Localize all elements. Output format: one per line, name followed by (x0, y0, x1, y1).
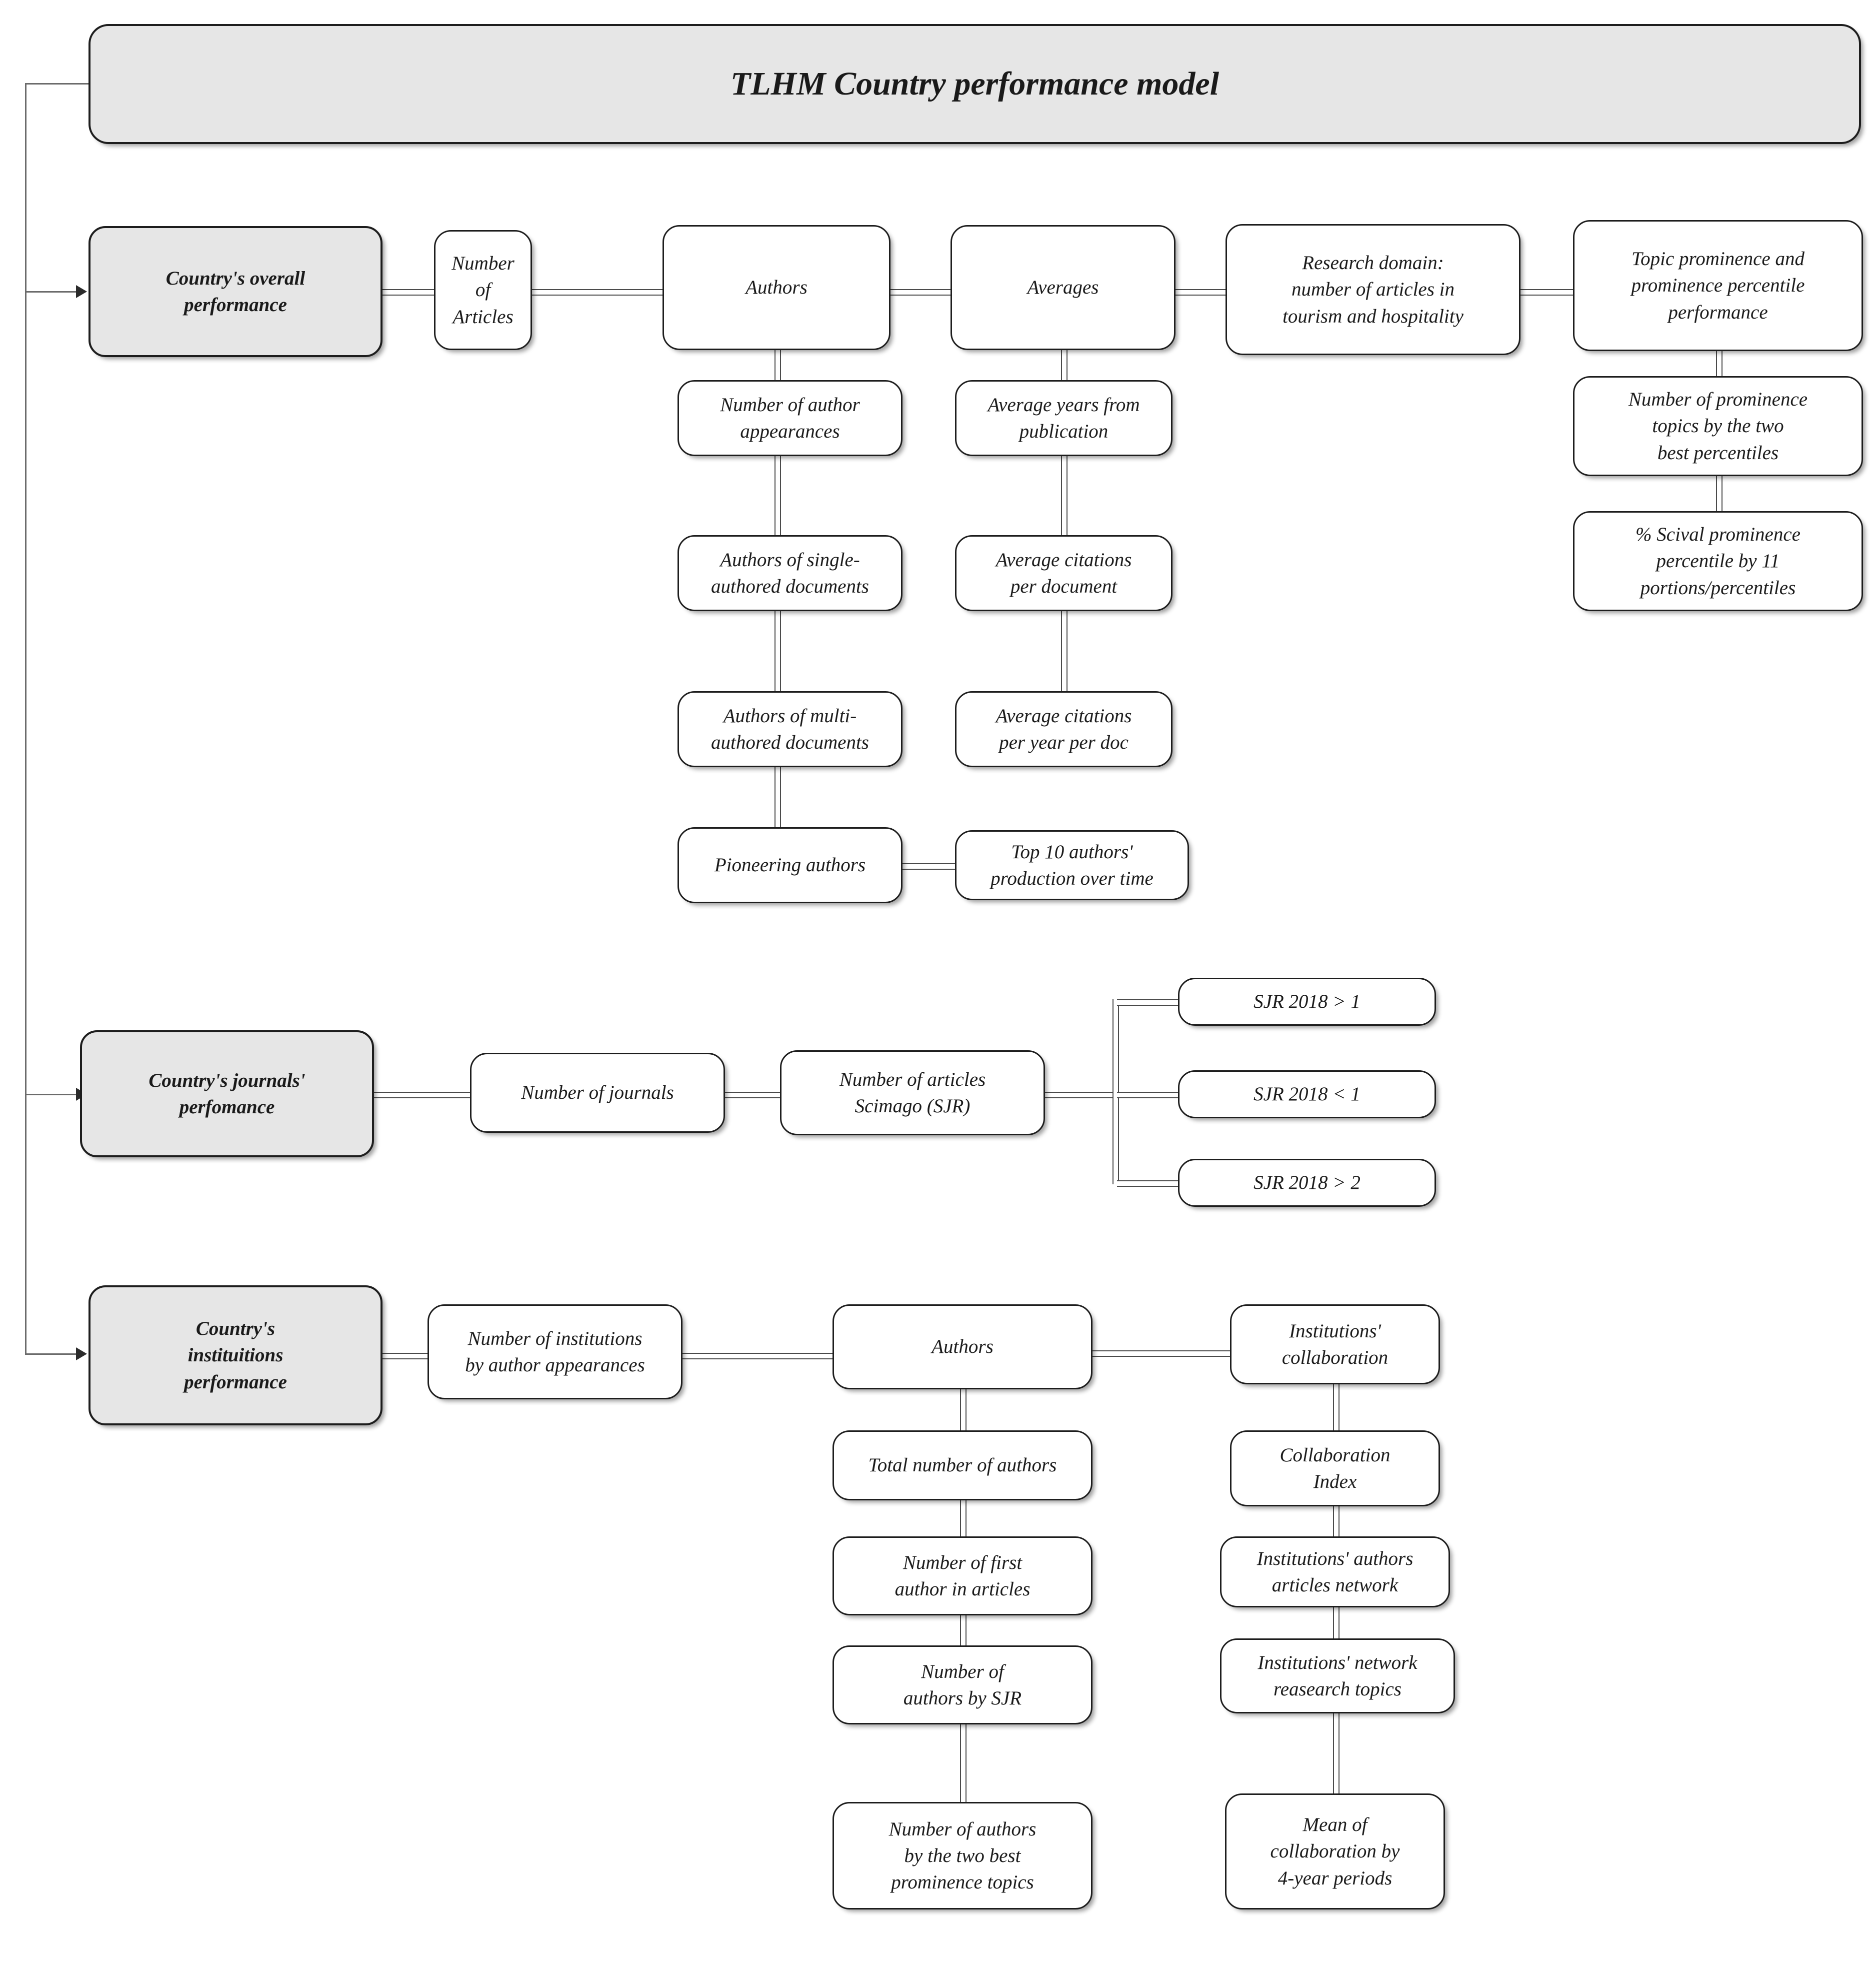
conn-sjr-articles-to-fan (1045, 1092, 1112, 1098)
spine-branch-institutions (25, 1353, 80, 1355)
conn-inst-authors-down-1 (960, 1389, 966, 1430)
conn-research-to-topic-prominence (1520, 289, 1573, 296)
node-inst-authors[interactable]: Authors (832, 1304, 1092, 1389)
spine-branch-journals (25, 1094, 80, 1095)
conn-prominence-down-2 (1716, 476, 1722, 511)
node-num-articles-sjr[interactable]: Number of articles Scimago (SJR) (780, 1050, 1045, 1135)
node-num-articles[interactable]: Number of Articles (434, 230, 532, 350)
node-num-institutions[interactable]: Number of institutions by author appeara… (428, 1304, 682, 1399)
conn-fan-to-sjr-gt2 (1117, 1180, 1178, 1187)
spine-top-connector (25, 83, 90, 85)
conn-prominence-down-1 (1716, 351, 1722, 376)
conn-fan-to-sjr-lt1 (1117, 1092, 1178, 1098)
conn-fan-to-sjr-gt1 (1117, 999, 1178, 1006)
node-avg-years[interactable]: Average years from publication (955, 380, 1172, 456)
node-prominence-topics[interactable]: Number of prominence topics by the two b… (1573, 376, 1863, 476)
conn-journals-to-numjournals (374, 1092, 470, 1098)
conn-authors-down-2 (774, 456, 781, 535)
node-multi-authored[interactable]: Authors of multi- authored documents (678, 691, 902, 767)
node-mean-collab[interactable]: Mean of collaboration by 4-year periods (1225, 1793, 1445, 1909)
node-authors-two-best[interactable]: Number of authors by the two best promin… (832, 1802, 1092, 1909)
conn-collab-down-2 (1333, 1506, 1340, 1536)
node-authors-by-sjr[interactable]: Number of authors by SJR (832, 1645, 1092, 1724)
conn-averages-down-1 (1061, 350, 1068, 380)
node-inst-authors-network[interactable]: Institutions' authors articles network (1220, 1536, 1450, 1607)
conn-articles-to-authors (532, 289, 662, 296)
node-sjr-gt-2[interactable]: SJR 2018 > 2 (1178, 1159, 1436, 1207)
conn-inst-authors-down-3 (960, 1615, 966, 1645)
node-single-authored[interactable]: Authors of single- authored documents (678, 535, 902, 611)
node-author-appearances[interactable]: Number of author appearances (678, 380, 902, 456)
conn-inst-authors-down-2 (960, 1500, 966, 1536)
conn-authors-down-1 (774, 350, 781, 380)
node-sjr-gt-1[interactable]: SJR 2018 > 1 (1178, 978, 1436, 1026)
conn-inst-authors-to-collab (1092, 1350, 1230, 1357)
node-scival-percentile[interactable]: % Scival prominence percentile by 11 por… (1573, 511, 1863, 611)
conn-collab-down-3 (1333, 1607, 1340, 1638)
conn-collab-down-4 (1333, 1713, 1340, 1793)
spine-vertical (25, 83, 26, 1353)
spine-branch-overall (25, 291, 80, 293)
node-sjr-lt-1[interactable]: SJR 2018 < 1 (1178, 1070, 1436, 1118)
conn-institutions-to-numinst (382, 1353, 428, 1359)
conn-pioneering-to-top10 (902, 863, 955, 870)
diagram-title-box: TLHM Country performance model (88, 24, 1861, 144)
node-first-author[interactable]: Number of first author in articles (832, 1536, 1092, 1615)
node-top10-authors[interactable]: Top 10 authors' production over time (955, 830, 1189, 900)
node-avg-citations-year[interactable]: Average citations per year per doc (955, 691, 1172, 767)
node-authors[interactable]: Authors (662, 225, 890, 350)
node-averages[interactable]: Averages (950, 225, 1176, 350)
node-inst-network-topics[interactable]: Institutions' network reasearch topics (1220, 1638, 1455, 1713)
node-research-domain[interactable]: Research domain: number of articles in t… (1226, 224, 1520, 355)
conn-overall-to-articles (382, 289, 434, 296)
node-collab-index[interactable]: Collaboration Index (1230, 1430, 1440, 1506)
conn-inst-authors-down-4 (960, 1724, 966, 1802)
node-avg-citations-doc[interactable]: Average citations per document (955, 535, 1172, 611)
arrow-to-overall (76, 285, 87, 298)
conn-averages-to-research-domain (1176, 289, 1226, 296)
node-inst-collaboration[interactable]: Institutions' collaboration (1230, 1304, 1440, 1384)
branch-overall[interactable]: Country's overall performance (88, 226, 382, 357)
conn-averages-down-2 (1061, 456, 1068, 535)
arrow-to-institutions (76, 1347, 87, 1360)
node-num-journals[interactable]: Number of journals (470, 1053, 725, 1133)
conn-collab-down-1 (1333, 1384, 1340, 1430)
conn-authors-to-averages (890, 289, 950, 296)
branch-institutions[interactable]: Country's instituitions performance (88, 1285, 382, 1425)
branch-journals[interactable]: Country's journals' perfomance (80, 1030, 374, 1157)
conn-numjournals-to-sjr-articles (725, 1092, 780, 1098)
conn-averages-down-3 (1061, 611, 1068, 691)
conn-numinst-to-inst-authors (682, 1353, 832, 1359)
conn-authors-down-4 (774, 767, 781, 827)
node-pioneering-authors[interactable]: Pioneering authors (678, 827, 902, 903)
node-total-authors[interactable]: Total number of authors (832, 1430, 1092, 1500)
node-topic-prominence[interactable]: Topic prominence and prominence percenti… (1573, 220, 1863, 351)
conn-authors-down-3 (774, 611, 781, 691)
